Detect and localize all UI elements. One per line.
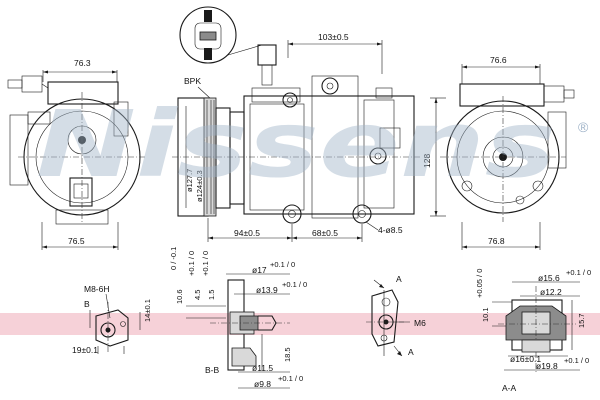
detail-b-width: 19±0.1 [72, 345, 98, 355]
bb-h3: 1.5 [207, 290, 216, 300]
bb-h2: 4.5 [193, 290, 202, 300]
bb-len: 18.5 [283, 347, 292, 362]
detail-b-depth: 14±0.1 [143, 299, 152, 322]
bb-h1: 10.6 [175, 289, 184, 304]
detail-aa: ø15.6 +0.1 / 0 ø12.2 10.1 +0.05 / 0 15.7… [475, 268, 591, 393]
bb-d-top-tol: +0.1 / 0 [270, 260, 295, 269]
front-view: 76.3 76.5 [7, 58, 146, 250]
aa-d4: ø19.8 [536, 361, 558, 371]
bb-h3-tol: +0.1 / 0 [201, 251, 210, 276]
watermark-band [0, 313, 600, 335]
bb-title: B-B [205, 365, 220, 375]
aa-h1: 10.1 [481, 307, 490, 322]
side-bottom-left: 94±0.5 [234, 228, 260, 238]
detail-a-section-mark: A [396, 274, 402, 284]
pulley-inner-diameter: ø124±0.3 [195, 170, 204, 202]
aa-d3: ø16±0.1 [510, 354, 541, 364]
detail-b: M8-6H B 14±0.1 19±0.1 [72, 284, 152, 355]
aa-d2: ø12.2 [540, 287, 562, 297]
side-view: 103±0.5 BPK ø127.7 ø124±0.3 [172, 6, 420, 242]
bb-d-bot2-tol: +0.1 / 0 [278, 374, 303, 383]
bb-d-bot2: ø9.8 [254, 379, 271, 389]
bb-d-mid-tol: +0.1 / 0 [282, 280, 307, 289]
watermark-registered-mark: ® [578, 119, 589, 135]
side-bottom-mid: 68±0.5 [312, 228, 338, 238]
aa-d1-tol: +0.1 / 0 [566, 268, 591, 277]
rear-height: 128 [422, 154, 432, 168]
rear-width-top: 76.6 [490, 55, 507, 65]
rear-view: 76.6 128 76.8 [422, 55, 575, 250]
aa-h2: 15.7 [577, 313, 586, 328]
rear-width-bottom: 76.8 [488, 236, 505, 246]
pulley-label: BPK [184, 76, 201, 86]
bb-d-top: ø17 [252, 265, 267, 275]
aa-h1-tol: +0.05 / 0 [475, 269, 484, 298]
front-width-bottom: 76.5 [68, 236, 85, 246]
detail-bb: ø17 +0.1 / 0 ø13.9 +0.1 / 0 10.6 0 / -0.… [169, 247, 307, 389]
detail-b-thread: M8-6H [84, 284, 110, 294]
bb-h1-tol: 0 / -0.1 [169, 247, 178, 270]
aa-d1: ø15.6 [538, 273, 560, 283]
bb-d-bot: ø11.5 [252, 363, 273, 373]
detail-b-section-mark: B [84, 299, 90, 309]
detail-a: A M6 A [366, 274, 426, 357]
side-top-length: 103±0.5 [318, 32, 349, 42]
aa-title: A-A [502, 383, 517, 393]
bb-d-mid: ø13.9 [256, 285, 278, 295]
pulley-outer-diameter: ø127.7 [185, 169, 194, 192]
mounting-holes: 4-ø8.5 [378, 225, 403, 235]
front-width-top: 76.3 [74, 58, 91, 68]
bb-h2-tol: +0.1 / 0 [187, 251, 196, 276]
aa-d4-tol: +0.1 / 0 [564, 356, 589, 365]
watermark-logo: Nissens [36, 91, 556, 198]
detail-a-thread: M6 [414, 318, 426, 328]
detail-a-section-mark-2: A [408, 347, 414, 357]
